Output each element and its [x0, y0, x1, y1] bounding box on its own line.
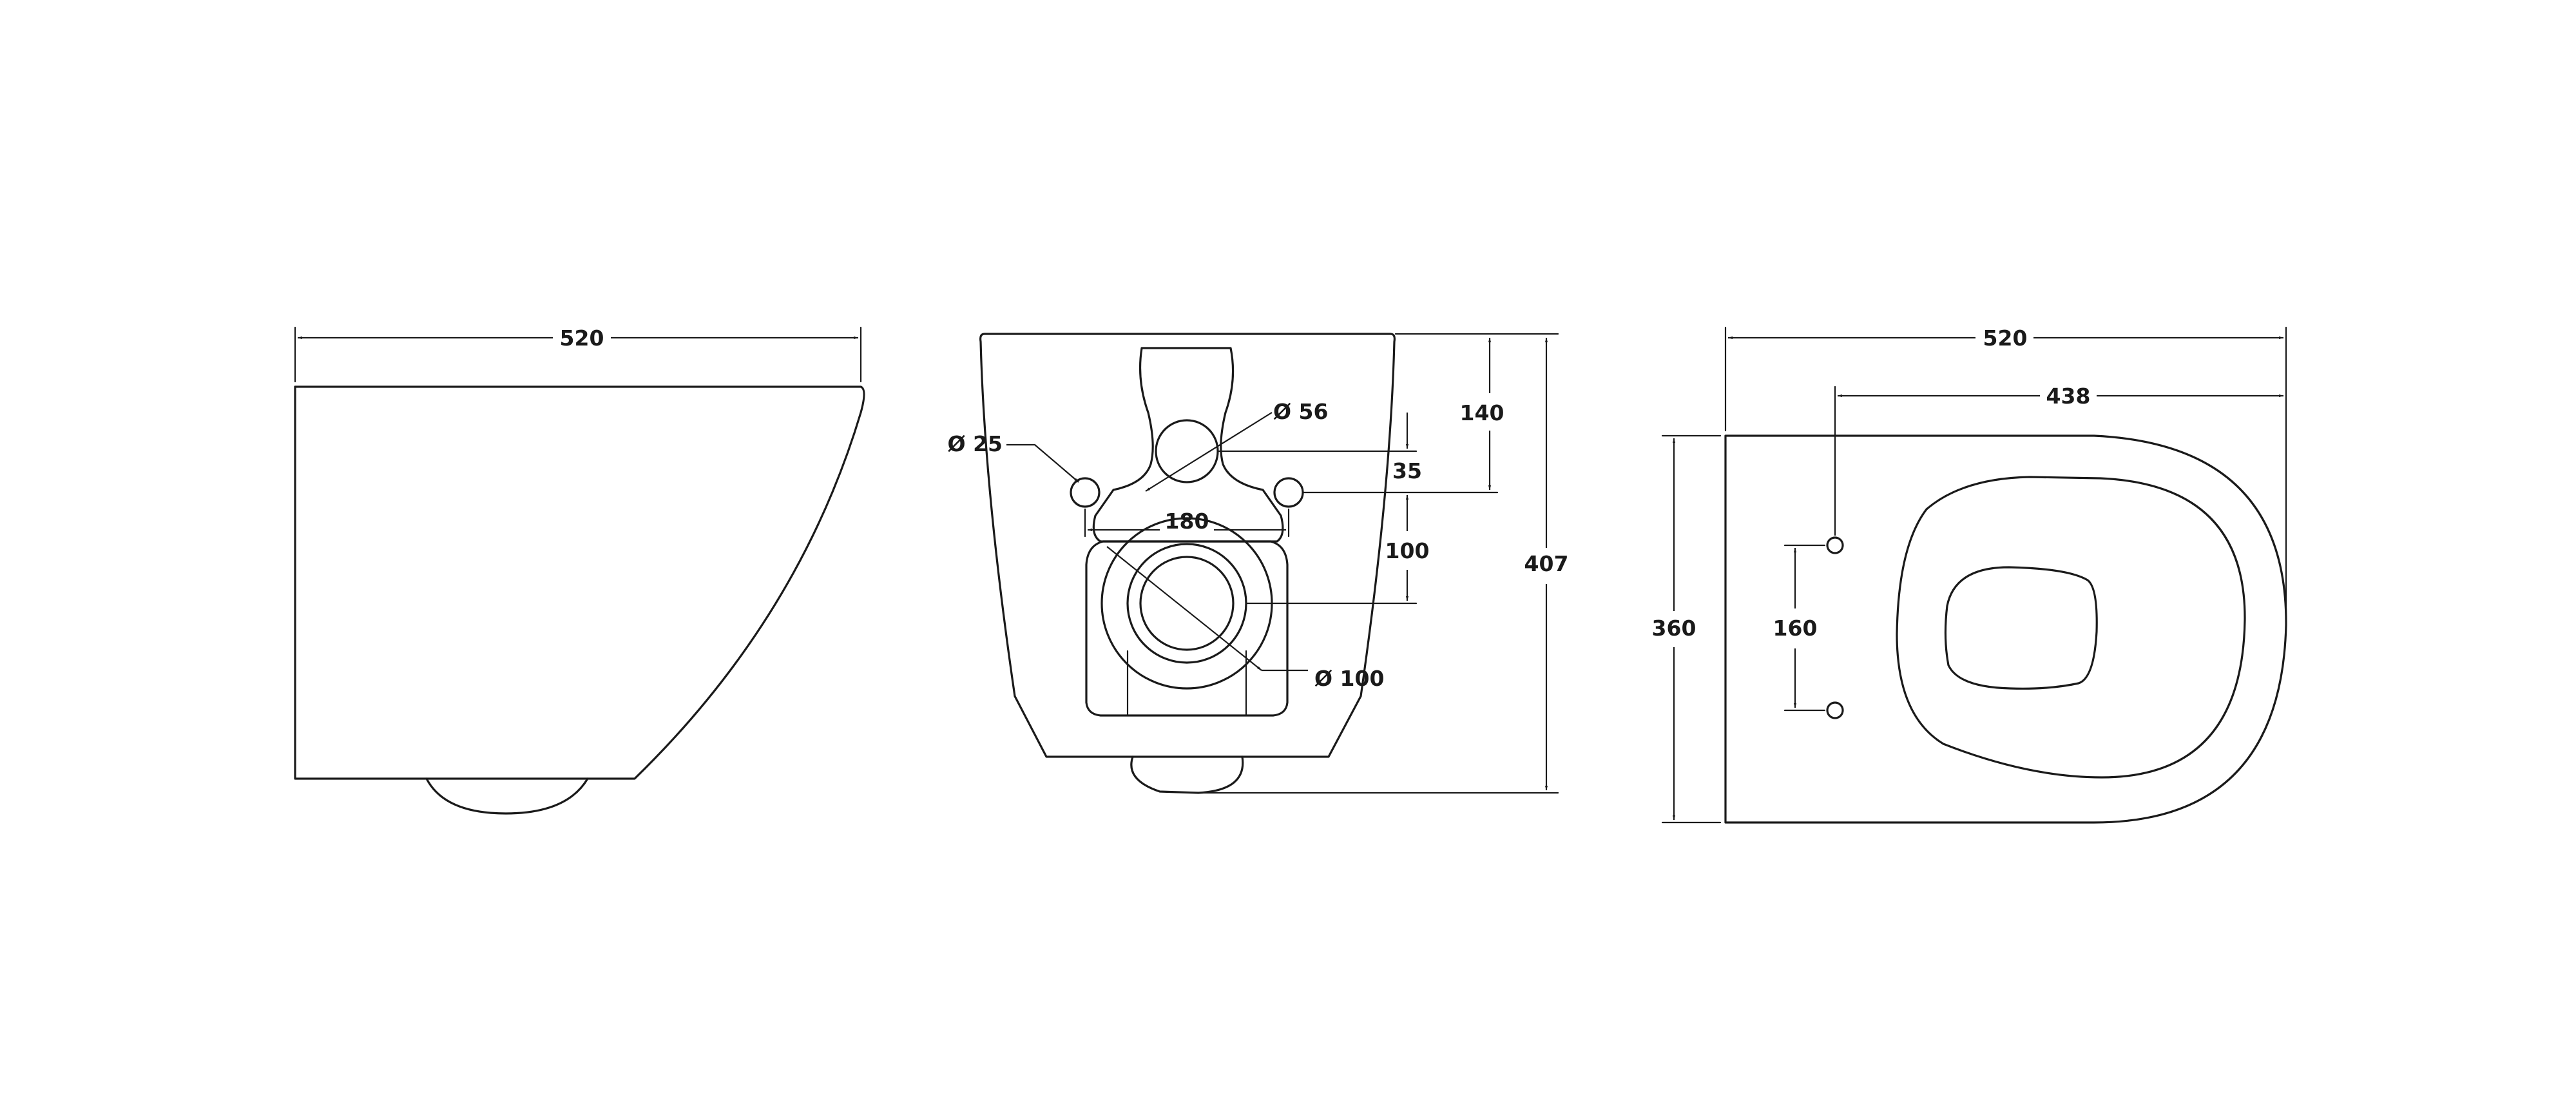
- top-view-width-label: 360: [1652, 616, 1697, 641]
- front-view-inlet-to-holes-label: 35: [1392, 458, 1422, 483]
- front-view-outlet-pipe-inner: [1139, 556, 1235, 651]
- front-view-leader-25: [1006, 443, 1079, 483]
- front-view-inlet-diameter-label: Ø 56: [1273, 399, 1328, 424]
- front-view-bottom-spigot: [1130, 755, 1244, 794]
- front-view-outlet-diameter-label: Ø 100: [1314, 666, 1384, 691]
- front-view-outlet-pipe-outer: [1126, 543, 1247, 664]
- front-view-fixing-hole-diameter-label: Ø 25: [948, 431, 1003, 456]
- side-view: 520: [294, 326, 865, 815]
- top-view-length-label: 520: [1983, 326, 2028, 351]
- top-view-rear-to-holes-label: 438: [2046, 384, 2091, 409]
- front-view-total-height-label: 407: [1524, 551, 1569, 576]
- front-view-fixing-hole-right: [1273, 477, 1304, 508]
- top-view-body-outline: [1724, 434, 2287, 824]
- front-view-fixing-spacing-label: 180: [1165, 509, 1209, 534]
- top-view-hole-spacing-label: 160: [1773, 616, 1818, 641]
- front-view-holes-to-outlet-label: 100: [1385, 538, 1430, 563]
- top-view-bowl-rim: [1896, 476, 2246, 779]
- side-view-body-outline: [294, 385, 865, 780]
- front-view: 140 35 100 407 180 Ø 56 Ø 25 Ø 100: [948, 333, 1569, 794]
- side-view-width-label: 520: [560, 326, 604, 351]
- top-view-fixing-hole-top: [1826, 536, 1844, 554]
- front-view-fixing-hole-left: [1070, 477, 1101, 508]
- front-view-top-to-inlet-label: 140: [1460, 400, 1504, 425]
- top-view: 520 438 360 160: [1652, 326, 2287, 824]
- top-view-bowl-opening: [1944, 566, 2098, 690]
- top-view-fixing-hole-bottom: [1826, 701, 1844, 719]
- front-view-leader-56: [1145, 412, 1273, 492]
- side-view-bottom-outlet: [425, 777, 589, 815]
- front-view-outlet-housing: [1085, 540, 1289, 717]
- front-view-inlet-circle: [1155, 419, 1219, 483]
- front-view-leader-100: [1106, 546, 1262, 671]
- front-view-body-outline: [979, 333, 1396, 758]
- front-view-inlet-tube: [1092, 347, 1284, 543]
